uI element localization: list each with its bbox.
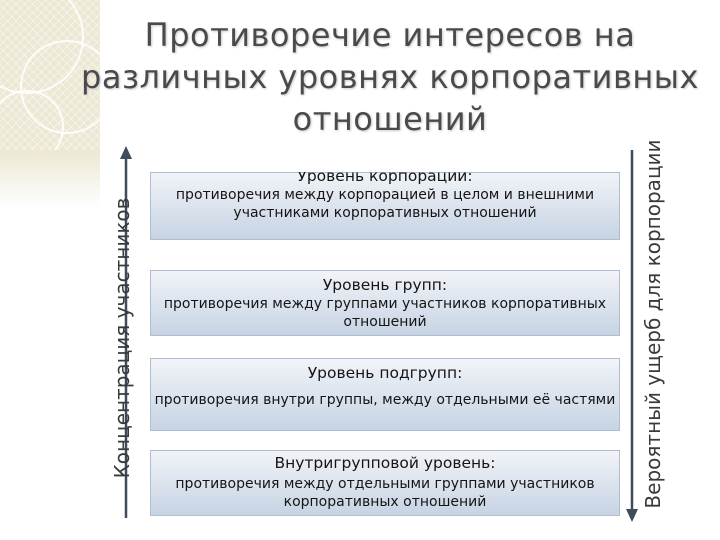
level-heading: Уровень групп:	[150, 275, 620, 295]
slide-title: Противоречие интересов на различных уров…	[60, 14, 720, 140]
level-description: противоречия между отдельными группами у…	[150, 475, 620, 511]
decorative-fade	[0, 150, 100, 210]
level-description: противоречия между группами участников к…	[150, 295, 620, 331]
level-box-corporation: Уровень корпорации: противоречия между к…	[150, 172, 620, 240]
right-axis-label: Вероятный ущерб для корпорации	[640, 134, 696, 514]
level-heading: Уровень корпорации:	[150, 172, 620, 186]
level-box-intragroup: Внутригрупповой уровень: противоречия ме…	[150, 450, 620, 516]
level-box-subgroups: Уровень подгрупп: противоречия внутри гр…	[150, 358, 620, 431]
level-heading: Уровень подгрупп:	[150, 363, 620, 383]
level-description: противоречия между корпорацией в целом и…	[150, 186, 620, 222]
left-axis-label: Концентрация участников	[108, 148, 136, 528]
right-down-arrow-icon	[624, 150, 640, 524]
level-description: противоречия внутри группы, между отдель…	[150, 391, 620, 409]
level-box-groups: Уровень групп: противоречия между группа…	[150, 270, 620, 336]
level-heading: Внутригрупповой уровень:	[150, 453, 620, 473]
